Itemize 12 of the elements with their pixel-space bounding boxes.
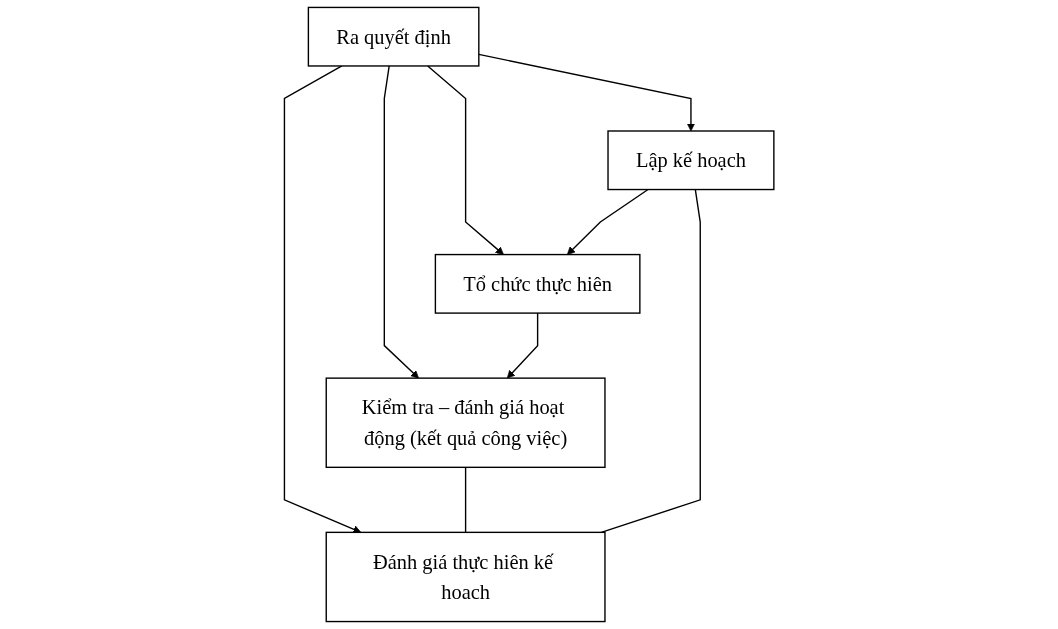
arrow (426, 65, 504, 255)
arrow (283, 65, 362, 534)
node-box: Kiểm tra – đánh giá hoạt động (kết quả công việc) (325, 377, 606, 469)
connector (464, 466, 467, 534)
node-box: Lập kế hoạch (607, 130, 775, 191)
node-box: Ra quyết định (307, 6, 480, 67)
arrow (506, 312, 539, 379)
arrow (383, 65, 419, 379)
node-box: Tổ chức thực hiên (434, 253, 641, 314)
arrow (566, 188, 649, 255)
node-box: Đánh giá thực hiên kế hoach (325, 531, 606, 623)
connector (600, 188, 701, 534)
